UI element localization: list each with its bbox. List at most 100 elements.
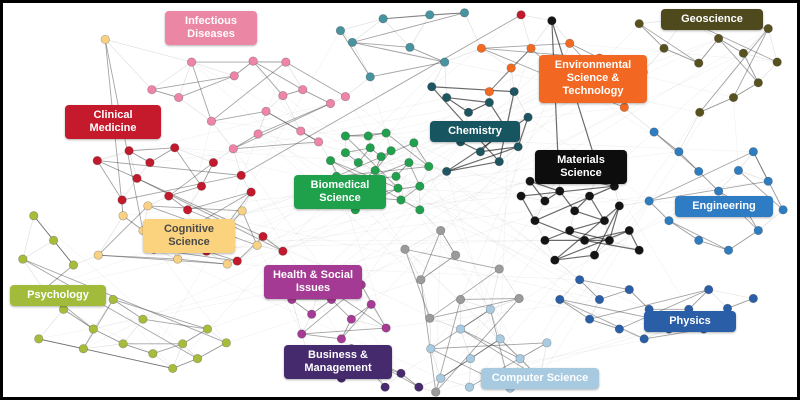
network-edge: [624, 107, 655, 133]
network-node-clinical-medicine: [232, 256, 242, 266]
network-node-environmental-science: [526, 43, 536, 53]
network-node-cognitive-science: [252, 240, 262, 250]
network-edge: [429, 298, 520, 319]
network-node-physics: [555, 294, 565, 305]
network-node-infectious-diseases: [174, 92, 184, 103]
network-edge: [168, 185, 202, 197]
network-edge: [429, 317, 461, 330]
network-edge: [668, 220, 729, 251]
network-node-clinical-medicine: [208, 157, 219, 168]
network-edge: [513, 91, 529, 118]
network-node-materials-science: [516, 191, 526, 201]
network-node-geoscience: [634, 19, 644, 29]
network-edge: [38, 309, 64, 340]
network-edge: [345, 76, 371, 97]
network-edge: [351, 195, 521, 359]
network-edge: [291, 299, 303, 335]
network-edge: [619, 289, 709, 330]
network-edge: [460, 73, 560, 300]
network-node-misc-teal: [440, 57, 450, 67]
network-node-engineering: [713, 186, 724, 196]
network-edge: [236, 236, 264, 262]
network-edge: [105, 39, 153, 90]
network-node-misc-teal: [425, 10, 435, 20]
network-edge: [589, 318, 620, 330]
network-node-biomedical-science: [340, 131, 351, 141]
network-node-other: [514, 293, 524, 304]
network-node-environmental-science: [476, 43, 487, 53]
network-edge: [206, 57, 600, 252]
network-edge: [470, 117, 529, 359]
network-edge: [767, 28, 778, 63]
network-node-health-social-issues: [366, 299, 376, 309]
network-edge: [282, 95, 620, 330]
network-edge: [201, 162, 214, 187]
network-edge: [258, 133, 590, 197]
network-node-infectious-diseases: [186, 57, 197, 67]
network-edge: [121, 178, 138, 201]
network-edge: [122, 343, 154, 355]
network-node-clinical-medicine: [236, 170, 246, 180]
network-node-biomedical-science: [404, 157, 414, 168]
network-edge: [191, 61, 235, 77]
network-edge: [628, 289, 650, 310]
network-node-psychology: [49, 235, 59, 245]
label-business-management: Business & Management: [284, 345, 392, 380]
network-edge: [369, 76, 387, 134]
label-infectious-diseases: Infectious Diseases: [165, 11, 257, 46]
network-node-psychology: [118, 339, 128, 349]
network-node-physics: [748, 293, 758, 304]
network-edge: [232, 148, 242, 176]
network-node-geoscience: [713, 33, 724, 44]
network-node-engineering: [694, 235, 704, 245]
network-edge: [182, 328, 208, 345]
network-edge: [593, 205, 620, 256]
network-edge: [420, 254, 456, 281]
network-node-engineering: [674, 147, 684, 157]
network-edge: [594, 200, 650, 256]
network-edge: [499, 268, 520, 299]
network-node-computer-science: [542, 338, 552, 348]
network-node-physics: [639, 334, 649, 344]
network-edge: [96, 160, 123, 201]
label-chemistry: Chemistry: [430, 121, 520, 143]
network-edge: [559, 299, 645, 340]
network-node-engineering: [664, 216, 674, 226]
network-edge: [352, 12, 465, 43]
network-edge: [569, 220, 605, 232]
network-node-materials-science: [565, 225, 575, 236]
network-edge: [579, 279, 600, 300]
label-materials-science: Materials Science: [535, 150, 627, 185]
network-node-materials-science: [540, 196, 550, 206]
network-edge: [648, 200, 670, 221]
network-node-other: [436, 225, 446, 236]
network-node-biomedical-science: [365, 143, 375, 153]
network-node-chemistry: [484, 97, 494, 108]
network-canvas: [18, 8, 788, 397]
network-node-chemistry: [442, 166, 452, 177]
network-edge: [481, 48, 512, 69]
network-edge: [233, 133, 259, 150]
network-edge: [22, 258, 198, 359]
network-edge: [97, 103, 331, 161]
network-edge: [172, 358, 198, 369]
network-edge: [530, 20, 553, 49]
network-edge: [638, 23, 699, 64]
network-edge: [413, 142, 521, 359]
network-node-infectious-diseases: [296, 126, 306, 136]
network-edge: [174, 147, 429, 167]
network-edge: [211, 121, 234, 149]
network-node-biomedical-science: [424, 161, 434, 172]
network-node-materials-science: [604, 235, 615, 245]
network-node-engineering: [644, 196, 654, 206]
network-edge: [178, 61, 192, 98]
network-edge: [331, 299, 352, 320]
network-edge: [678, 112, 700, 152]
network-edge: [698, 38, 719, 64]
network-node-chemistry: [475, 147, 486, 157]
network-node-materials-science: [550, 255, 560, 265]
network-node-biomedical-science: [381, 128, 391, 138]
network-node-clinical-medicine: [170, 143, 180, 153]
network-node-clinical-medicine: [124, 146, 134, 156]
network-edge: [544, 229, 570, 241]
